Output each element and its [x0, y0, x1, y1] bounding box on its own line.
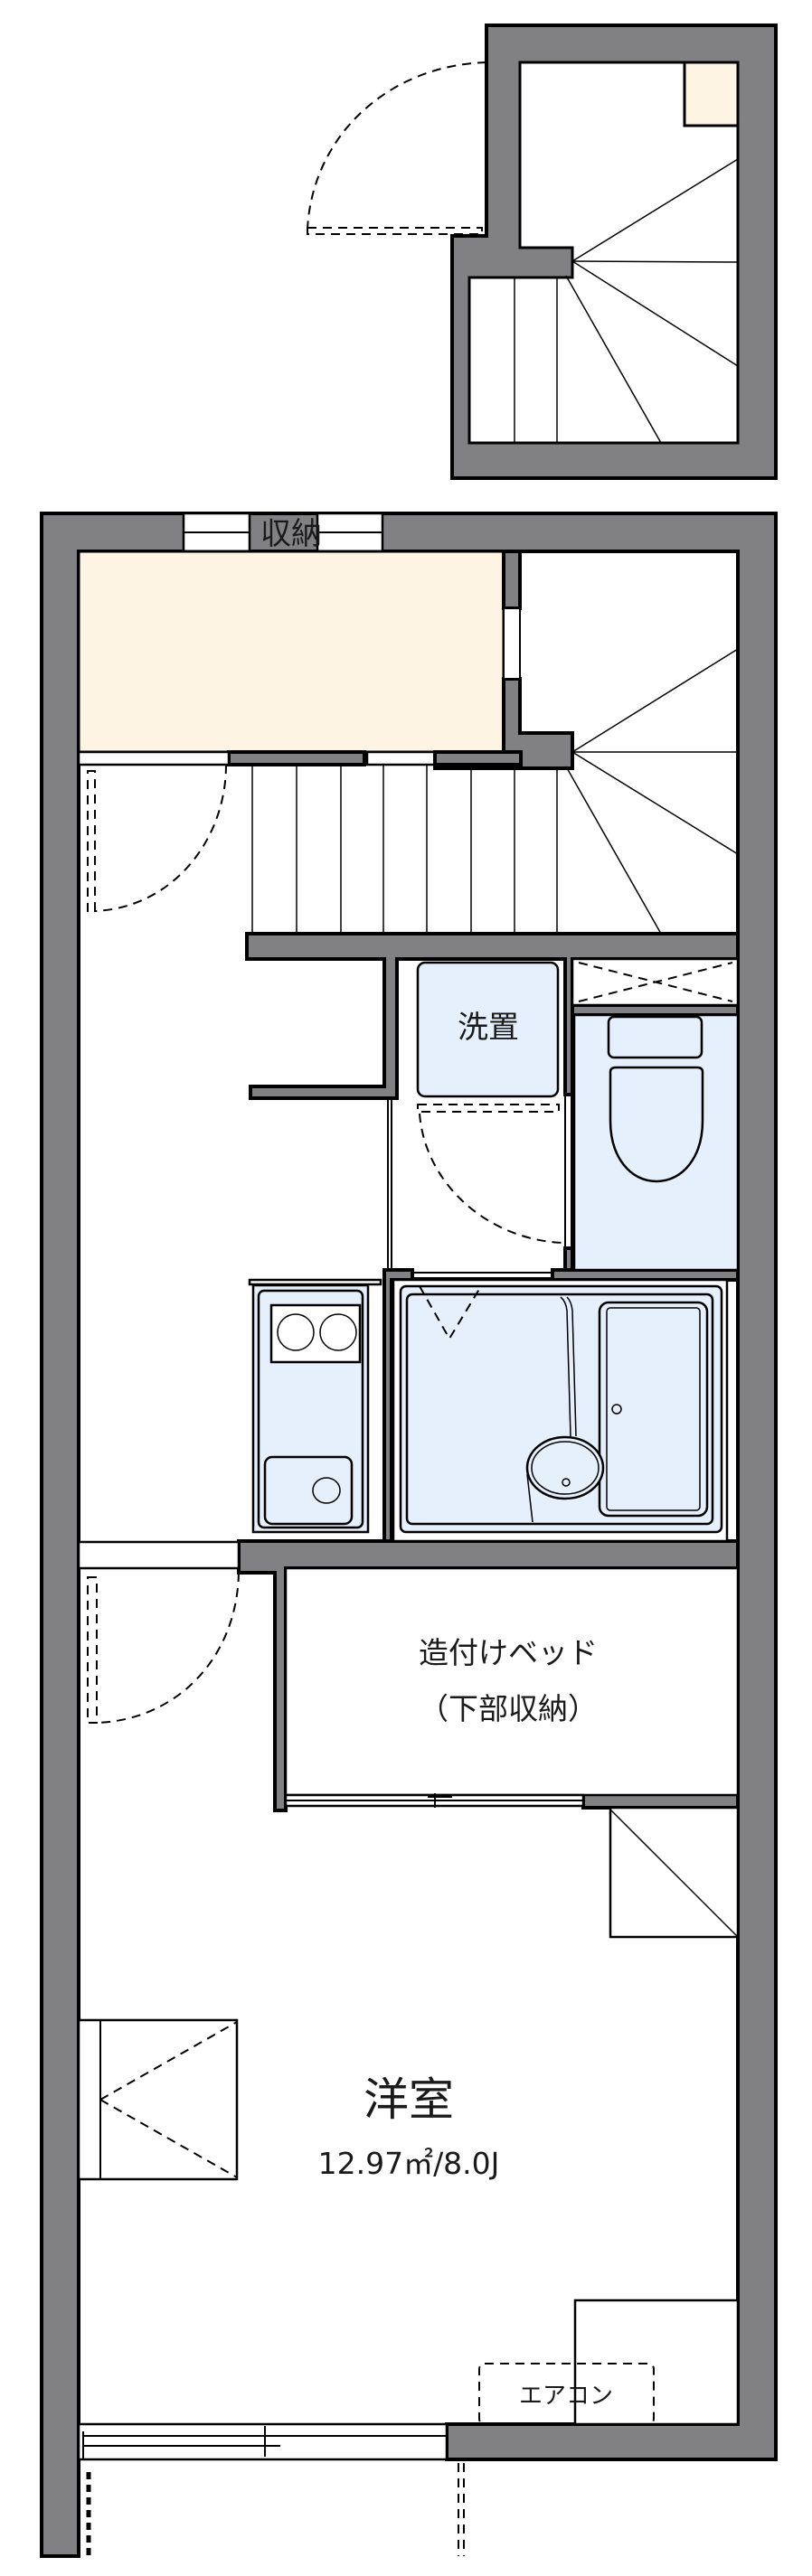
washer-label: 洗置 — [458, 1010, 519, 1046]
loft-storage-box — [683, 61, 740, 127]
aircon-label: エアコン — [519, 2383, 613, 2410]
main-stairs — [251, 648, 739, 935]
stove — [269, 1303, 362, 1364]
burner-icon — [319, 1313, 357, 1351]
hall-lower — [77, 1540, 241, 1724]
built-in-bed: 造付けベッド （下部収納） — [284, 1566, 740, 1808]
loft-stair-box — [307, 24, 778, 480]
utility-space — [571, 957, 740, 1007]
wash-basin — [525, 1435, 605, 1500]
aircon-box — [478, 2363, 655, 2425]
toilet-tank — [607, 1015, 703, 1059]
room-window-frame — [77, 2018, 239, 2181]
bathroom — [392, 1278, 729, 1543]
toilet-room — [572, 1013, 740, 1272]
bathtub — [598, 1301, 709, 1518]
bed-label: 造付けベッド — [419, 1635, 598, 1670]
burner-icon — [277, 1313, 315, 1351]
balcony-window — [77, 2422, 465, 2556]
room-size: 12.97㎡/8.0J — [318, 2146, 500, 2181]
entrance-door-swing — [307, 61, 487, 235]
washer-space: 洗置 — [416, 961, 564, 1244]
top-windows — [182, 512, 384, 553]
hall-door-swing-upper — [87, 764, 227, 912]
sink — [263, 1455, 354, 1526]
kitchen-unit — [248, 1278, 382, 1534]
western-room: 洋室 12.97㎡/8.0J エアコン — [77, 2018, 740, 2426]
bed-sub-label: （下部収納） — [419, 1691, 598, 1726]
storage-room: 収納 — [77, 516, 574, 770]
loft-stairs — [514, 158, 739, 444]
toilet-bowl — [609, 1066, 704, 1183]
storage-label: 収納 — [260, 516, 322, 552]
room-name: 洋室 — [364, 2073, 454, 2126]
closet — [609, 1806, 740, 1939]
washroom-door-frames — [387, 1095, 573, 1279]
